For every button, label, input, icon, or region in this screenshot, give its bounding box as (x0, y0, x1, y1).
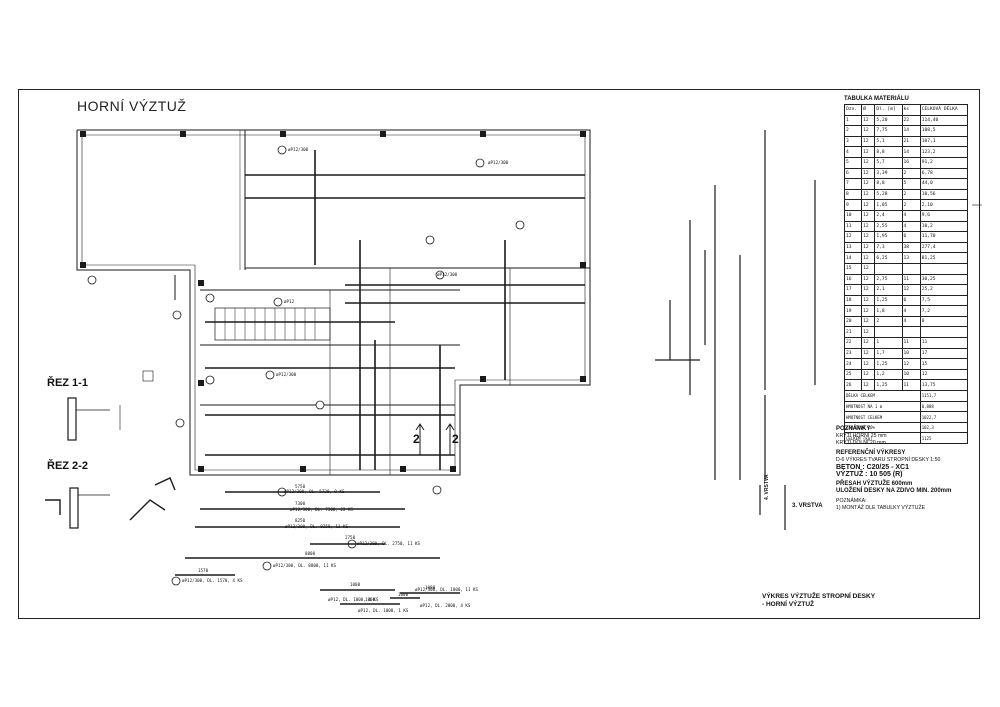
concrete-spec: BETON : C20/25 - XC1 (836, 464, 910, 471)
layer-label: 3. VRSTVA (792, 503, 823, 509)
layer-label-2: 4. VRSTVA (764, 474, 770, 500)
note-text: 1) MONTÁŽ DLE TABULKY VÝZTUŽE (836, 505, 926, 511)
dim-label: 5750 (295, 484, 306, 489)
bar-label: øP12/300, DL. 5720, 9 KS (284, 489, 345, 494)
dim-label: 8250 (295, 518, 306, 523)
section-label-2: ŘEZ 2-2 (47, 460, 88, 472)
dim-label: 8800 (305, 551, 316, 556)
dim-label: 2750 (345, 535, 356, 540)
drawing-footer-title: VÝKRES VÝZTUŽE STROPNÍ DESKY - HORNÍ VÝZ… (762, 593, 875, 609)
bar-label: øP12/300, DL. 2750, 11 KS (357, 541, 421, 546)
bar-label: øP12/300, DL. 7300, 22 KS (290, 507, 354, 512)
dim-label: 1800 (365, 597, 376, 602)
bar-label: øP12/300, DL. 8250, 13 KS (285, 524, 349, 529)
material-table-title: TABULKA MATERIÁLU (844, 96, 909, 102)
bar-label: øP12/300, DL. 1570, 4 KS (182, 578, 243, 583)
footer-line-1: VÝKRES VÝZTUŽE STROPNÍ DESKY (762, 593, 876, 600)
dim-label: 1570 (198, 568, 209, 573)
ref-line: D-6 VÝKRES TVARU STROPNÍ DESKY 1:50 (836, 457, 941, 463)
bar-label: øP12/300, DL. 1000, 11 KS (415, 587, 479, 592)
notes-heading: POZNÁMKY (836, 426, 871, 432)
dim-label: 1000 (398, 592, 409, 597)
cut-mark: 2 (452, 432, 459, 446)
bar-label: øP12/300 (288, 147, 309, 152)
cut-mark: 2 (413, 432, 420, 446)
drawing-title: HORNÍ VÝZTUŽ (77, 98, 187, 114)
slab-outline (76, 129, 591, 476)
drawing-frame (18, 89, 980, 619)
summary-row: CELKEM (kg)1125 (844, 432, 969, 444)
bar-label: øP12/300, DL. 8800, 11 KS (273, 563, 337, 568)
bar-label: øP12 (284, 299, 295, 304)
bar-label: øP12, DL. 1000, 4 KS (328, 597, 379, 602)
cover-line: KRYTÍ HORNÍ 25 mm (836, 433, 887, 439)
cover-line: KRYTÍ DOLNÍ 20 mm (836, 440, 886, 446)
placement-note: ULOŽENÍ DESKY NA ZDIVO MIN. 200mm (836, 488, 952, 494)
bar-label: øP12/300 (276, 372, 297, 377)
dim-label: 1000 (350, 582, 361, 587)
table-header-row: Ozn. Ø Dl. [m] ks CELKOVÁ DÉLKA (843, 104, 969, 116)
footer-line-2: - HORNÍ VÝZTUŽ (762, 601, 814, 608)
ref-heading: REFERENČNÍ VÝKRESY (836, 450, 906, 456)
bar-label: øP12, DL. 2000, 4 KS (420, 603, 471, 608)
bar-label: øP12/300 (437, 272, 458, 277)
summary-row: ZTRATOVÉ 10%102,3 (844, 421, 969, 434)
lap-note: PŘESAH VÝZTUŽE 600mm (836, 481, 913, 487)
bar-label: øP12/300 (488, 160, 509, 165)
notes-block: POZNÁMKY KRYTÍ HORNÍ 25 mm KRYTÍ DOLNÍ 2… (836, 426, 976, 512)
bar-label: øP12, DL. 1000, 1 KS (358, 608, 409, 613)
dim-label: 1000 (425, 585, 436, 590)
dim-label: 7300 (295, 501, 306, 506)
steel-spec: VÝZTUŽ : 10 505 (R) (836, 471, 903, 478)
note-heading: POZNÁMKA: (836, 498, 867, 504)
section-label-1: ŘEZ 1-1 (47, 377, 88, 389)
